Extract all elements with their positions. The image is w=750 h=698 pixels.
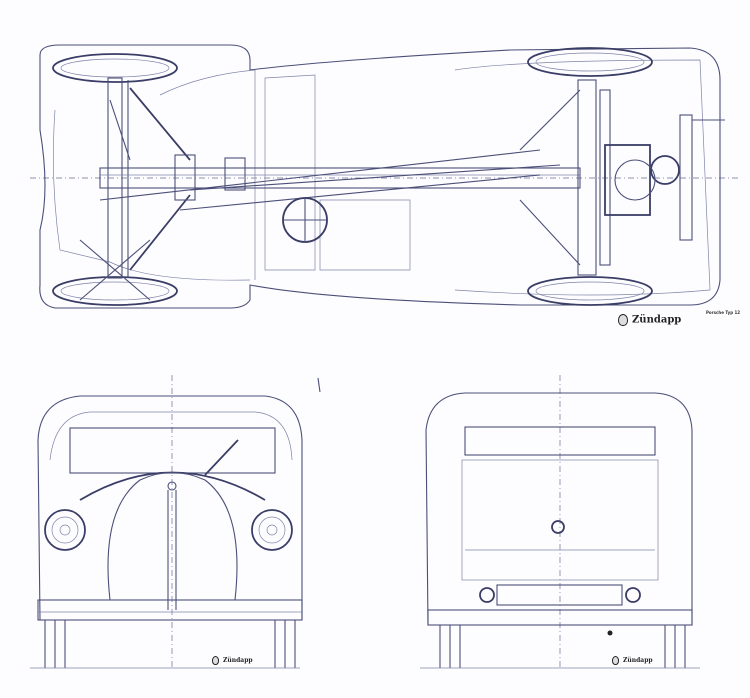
brand-text: Zündapp [223, 657, 253, 664]
zundapp-logo-icon [618, 314, 628, 326]
zundapp-label-top: Zündapp [618, 314, 681, 326]
zundapp-label-front: Zündapp [212, 656, 253, 665]
plan-view-chassis [30, 44, 740, 309]
drawing-caption: Porsche Typ 12 [706, 310, 741, 315]
brand-text: Zündapp [632, 314, 682, 326]
zundapp-logo-icon [212, 656, 219, 665]
brand-text: Zündapp [623, 657, 653, 664]
zundapp-logo-icon [612, 656, 619, 665]
zundapp-label-rear: Zündapp [612, 656, 653, 665]
front-view [30, 375, 321, 669]
rear-view [420, 375, 700, 669]
